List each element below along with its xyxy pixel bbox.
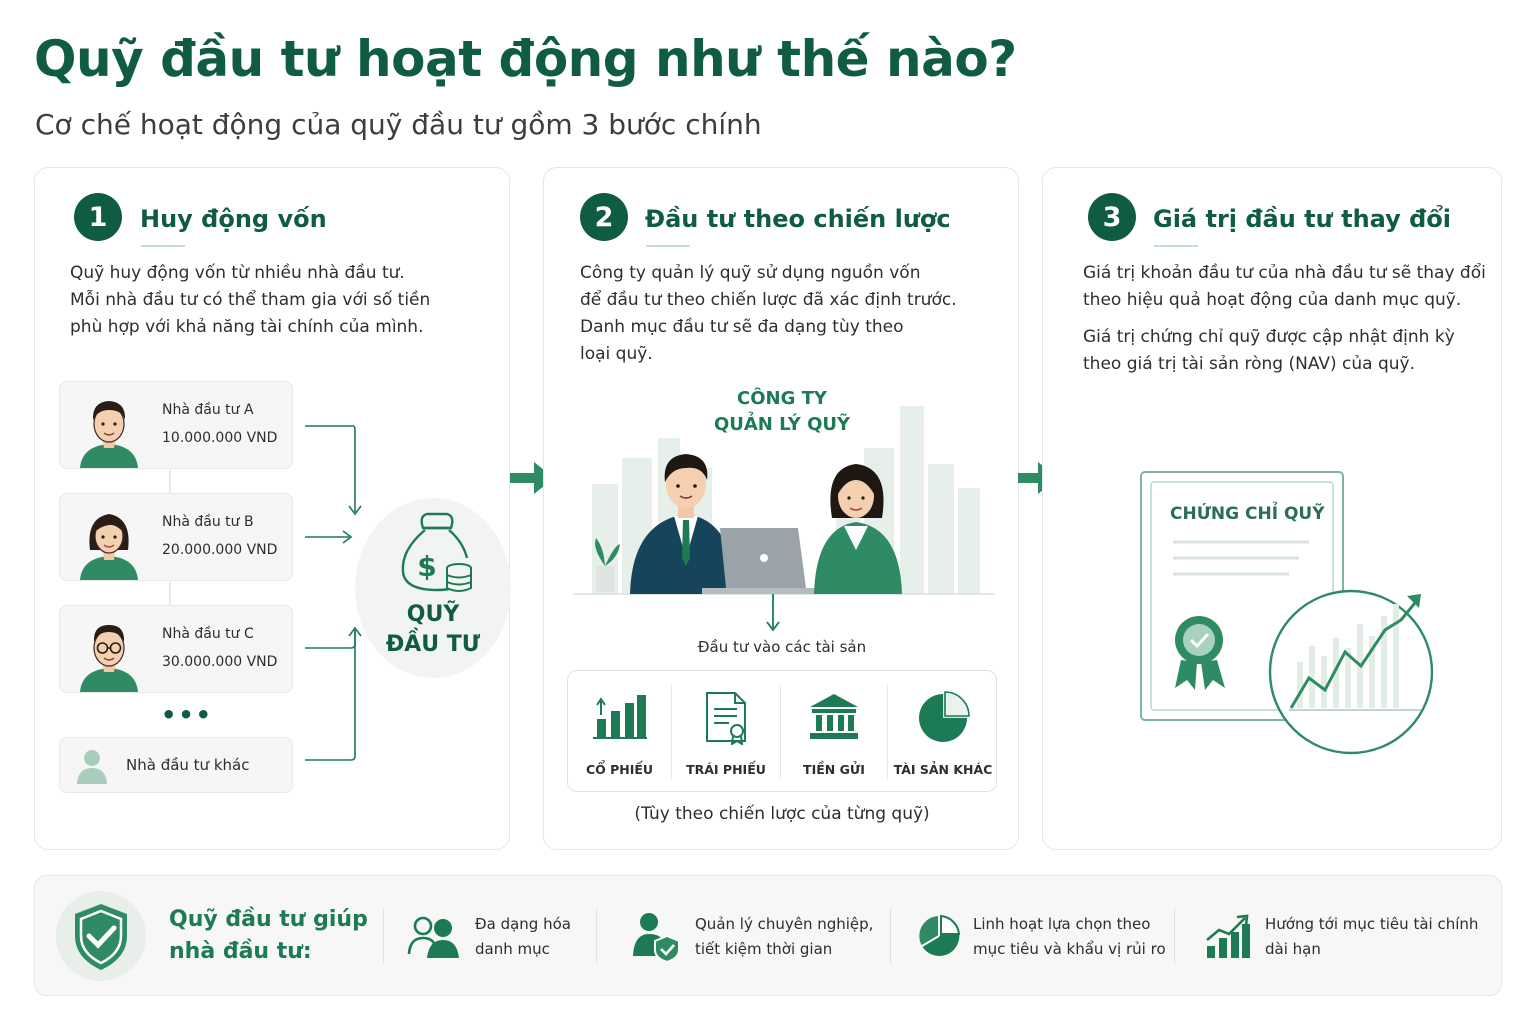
growth-chart-icon	[1206, 914, 1250, 958]
bond-document-icon	[706, 692, 746, 745]
step-2-underline	[646, 245, 690, 247]
benefits-bar: Quỹ đầu tư giúp nhà đầu tư: Đa dạng hóa …	[34, 875, 1502, 996]
investor-card-c: Nhà đầu tư C 30.000.000 VND	[59, 605, 293, 693]
bank-icon	[810, 694, 858, 739]
step-1-badge: 1	[74, 193, 122, 241]
step-1-title: Huy động vốn	[140, 205, 327, 233]
more-investors-dots: •••	[161, 701, 214, 729]
asset-label: CỔ PHIẾU	[585, 762, 654, 777]
person-icon	[77, 750, 107, 784]
investor-card-a: Nhà đầu tư A 10.000.000 VND	[59, 381, 293, 469]
benefit-text: Linh hoạt lựa chọn theo mục tiêu và khẩu…	[973, 915, 1166, 958]
certificate-title: CHỨNG CHỈ QUỸ	[1170, 504, 1325, 524]
benefit-divider	[596, 908, 597, 964]
benefit-text: Hướng tới mục tiêu tài chính dài hạn	[1265, 915, 1479, 958]
asset-divider	[671, 685, 672, 779]
step-2-title: Đầu tư theo chiến lược	[645, 205, 951, 233]
asset-stocks: CỔ PHIẾU	[568, 671, 671, 793]
benefit-divider	[1174, 908, 1175, 964]
benefit-professional: Quản lý chuyên nghiệp, tiết kiệm thời gi…	[633, 876, 893, 997]
benefit-text: Quản lý chuyên nghiệp, tiết kiệm thời gi…	[695, 915, 874, 958]
asset-other: TÀI SẢN KHÁC	[888, 671, 998, 793]
asset-divider	[887, 685, 888, 779]
bar-chart-icon	[592, 695, 647, 739]
investor-avatar-icon	[80, 625, 138, 692]
benefit-divider	[890, 908, 891, 964]
benefit-text: Đa dạng hóa danh mục	[475, 915, 571, 958]
investor-card-b: Nhà đầu tư B 20.000.000 VND	[59, 493, 293, 581]
investor-connectors	[169, 425, 362, 761]
benefit-divider	[383, 908, 384, 964]
step-3-badge: 3	[1088, 193, 1136, 241]
company-title: CÔNG TY QUẢN LÝ QUỸ	[713, 388, 851, 435]
company-illustration	[574, 406, 994, 595]
step-3-card: 3 Giá trị đầu tư thay đổi Giá trị khoản …	[1042, 167, 1502, 850]
fund-label: QUỸ ĐẦU TƯ	[385, 602, 481, 657]
pie-chart-icon	[919, 691, 970, 742]
step-3-description: Giá trị khoản đầu tư của nhà đầu tư sẽ t…	[1083, 263, 1486, 374]
page-subtitle: Cơ chế hoạt động của quỹ đầu tư gồm 3 bư…	[35, 108, 762, 141]
investor-name: Nhà đầu tư B	[162, 514, 254, 530]
asset-bonds: TRÁI PHIẾU	[672, 671, 780, 793]
asset-label: TÀI SẢN KHÁC	[893, 762, 993, 777]
step-2-badge: 2	[580, 193, 628, 241]
step-3-title: Giá trị đầu tư thay đổi	[1153, 205, 1452, 233]
investor-amount: 30.000.000 VND	[162, 654, 278, 670]
shield-check-icon	[56, 891, 146, 981]
investor-avatar-icon	[80, 401, 138, 468]
manager-shield-icon	[633, 913, 680, 962]
down-arrow-icon	[766, 594, 780, 632]
investor-name: Nhà đầu tư khác	[126, 756, 250, 774]
step-2-description: Công ty quản lý quỹ sử dụng nguồn vốn để…	[580, 263, 957, 364]
investor-amount: 10.000.000 VND	[162, 430, 278, 446]
asset-divider	[780, 685, 781, 779]
step-1-underline	[141, 245, 185, 247]
step-1-description: Quỹ huy động vốn từ nhiều nhà đầu tư. Mỗ…	[70, 263, 431, 337]
asset-label: TRÁI PHIẾU	[686, 762, 766, 777]
benefit-long-term: Hướng tới mục tiêu tài chính dài hạn	[1205, 876, 1495, 997]
assets-caption: Đầu tư vào các tài sản	[697, 638, 867, 656]
money-bag-icon: $	[401, 512, 472, 592]
pie-chart-icon	[919, 914, 961, 956]
step-3-underline	[1154, 245, 1198, 247]
investor-avatar-icon	[80, 514, 138, 580]
investor-name: Nhà đầu tư A	[162, 402, 254, 418]
assets-box: CỔ PHIẾU TRÁI PHIẾU	[567, 670, 997, 792]
assets-note: (Tùy theo chiến lược của từng quỹ)	[634, 804, 930, 824]
page-title: Quỹ đầu tư hoạt động như thế nào?	[34, 30, 1017, 88]
step-1-card: 1 Huy động vốn Quỹ huy động vốn từ nhiều…	[34, 167, 511, 850]
benefits-title: Quỹ đầu tư giúp nhà đầu tư:	[169, 907, 368, 964]
benefit-diversify: Đa dạng hóa danh mục	[407, 876, 597, 997]
fund-certificate-illustration	[1140, 471, 1434, 755]
asset-label: TIỀN GỬI	[803, 762, 865, 777]
step-2-card: 2 Đầu tư theo chiến lược Công ty quản lý…	[543, 167, 1019, 850]
group-icon	[407, 916, 459, 958]
investor-card-other: Nhà đầu tư khác	[59, 737, 293, 793]
benefit-flexible: Linh hoạt lựa chọn theo mục tiêu và khẩu…	[917, 876, 1177, 997]
asset-deposits: TIỀN GỬI	[781, 671, 887, 793]
investor-amount: 20.000.000 VND	[162, 542, 278, 558]
svg-text:$: $	[417, 550, 436, 583]
investor-name: Nhà đầu tư C	[162, 626, 254, 642]
